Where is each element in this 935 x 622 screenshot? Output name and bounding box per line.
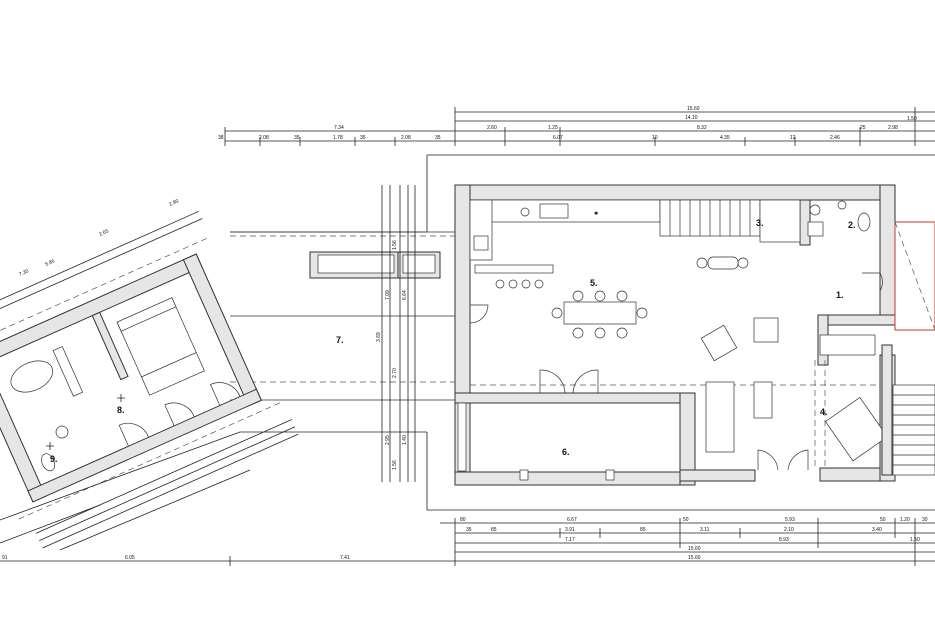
dim-top-6-07: 6.07 [553, 135, 563, 141]
dim-bottom-1-50: 1.50 [910, 537, 920, 543]
dim-top-4-35: 4.35 [720, 135, 730, 141]
dim-v-1-56-bottom: 1.56 [392, 460, 398, 470]
room-label-5: 5. [590, 278, 598, 288]
dim-top-25: 25 [860, 125, 866, 131]
dim-v-2-95: 2.95 [385, 435, 391, 445]
dim-top-14-10: 14.10 [685, 115, 698, 121]
dim-v-6-64: 6.64 [402, 290, 408, 300]
dim-bottom-50-b: 50 [880, 517, 886, 523]
dim-v-1-56-top: 1.56 [392, 240, 398, 250]
dim-bottom-3-11: 3.11 [700, 527, 710, 533]
dim-top-1-78: 1.78 [333, 135, 343, 141]
dim-bottom-15-60-a: 15.60 [688, 546, 701, 552]
exterior-stair [881, 344, 935, 476]
dim-bottom-15-60-b: 15.60 [688, 555, 701, 561]
dim-bottom-3-40: 3.40 [872, 527, 882, 533]
dim-top-10: 10 [652, 135, 658, 141]
dim-top-35-a: 35 [294, 135, 300, 141]
dim-top-35-b: 35 [360, 135, 366, 141]
dim-top-12: 12 [790, 135, 796, 141]
dim-bottom-3-91: 3.91 [565, 527, 575, 533]
room-label-4: 4. [820, 407, 828, 417]
top-dimension-lines [224, 107, 935, 146]
kitchen-counter: ✱ [469, 199, 661, 274]
dim-top-2-08-a: 2.08 [259, 135, 269, 141]
vertical-dimension-lines [381, 185, 416, 482]
room-label-8: 8. [117, 405, 125, 415]
dim-v-1-40: 1.40 [402, 435, 408, 445]
dim-bottom-50-a: 50 [683, 517, 689, 523]
dim-top-2-98: 2.98 [888, 125, 898, 131]
dim-top-15-60: 15.60 [687, 106, 700, 112]
dim-top-8-32: 8.32 [697, 125, 707, 131]
dim-top-1-25: 1.25 [548, 125, 558, 131]
svg-text:✱: ✱ [594, 211, 598, 217]
room-label-1: 1. [836, 290, 844, 300]
room-label-7: 7. [336, 335, 344, 345]
dim-wing-5-86: 5.86 [44, 258, 56, 268]
dim-v-3-69: 3.69 [376, 332, 382, 342]
dim-bottom-85-a: 85 [491, 527, 497, 533]
dim-top-38: 38 [218, 135, 224, 141]
dim-bottom-35: 35 [466, 527, 472, 533]
dining-table [551, 290, 648, 339]
dim-wing-2-90: 2.90 [168, 198, 180, 208]
wing-boundary [0, 431, 427, 551]
dim-bottom-80: 80 [460, 517, 466, 523]
cross-markers [46, 394, 125, 450]
bottom-dimension-lines [0, 518, 935, 566]
dim-top-7-34: 7.34 [334, 125, 344, 131]
dim-wing-7-30: 7.30 [18, 268, 30, 278]
dim-bottom-5-93: 5.93 [785, 517, 795, 523]
dim-bottom-7-41: 7.41 [340, 555, 350, 561]
dim-bottom-85-b: 85 [640, 527, 646, 533]
dim-bottom-1-20: 1.20 [900, 517, 910, 523]
dim-top-1-50: 1.50 [907, 116, 917, 122]
dim-v-7-09: 7.09 [385, 290, 391, 300]
room-label-9: 9. [50, 454, 58, 464]
lounge-chairs [696, 256, 749, 270]
utility-fixtures [807, 200, 871, 237]
room-label-2: 2. [848, 220, 856, 230]
dim-bottom-91: 91 [2, 555, 8, 561]
terrace-columns [457, 402, 615, 481]
corridor [230, 231, 455, 401]
dim-bottom-2-10: 2.10 [784, 527, 794, 533]
dim-top-2-60: 2.60 [487, 125, 497, 131]
room-label-3: 3. [756, 218, 764, 228]
dim-bottom-8-93: 8.93 [779, 537, 789, 543]
dim-wing-2-65: 2.65 [98, 228, 110, 238]
main-doors [469, 272, 883, 471]
dim-top-2-08-b: 2.08 [401, 135, 411, 141]
guest-wing [0, 210, 299, 549]
dim-top-35-c: 35 [435, 135, 441, 141]
bar-stools [495, 279, 544, 289]
dim-top-2-46: 2.46 [830, 135, 840, 141]
dim-bottom-7-17: 7.17 [565, 537, 575, 543]
stair-block [659, 199, 801, 243]
room-label-6: 6. [562, 447, 570, 457]
entrance-diagonal [894, 221, 935, 331]
dim-bottom-6-05: 6.05 [125, 555, 135, 561]
entrance-frame [894, 221, 935, 331]
dim-bottom-30: 30 [922, 517, 928, 523]
site-outline [230, 154, 935, 511]
dim-v-2-70: 2.70 [392, 368, 398, 378]
dim-bottom-6-67: 6.67 [567, 517, 577, 523]
living-furniture [700, 317, 888, 462]
